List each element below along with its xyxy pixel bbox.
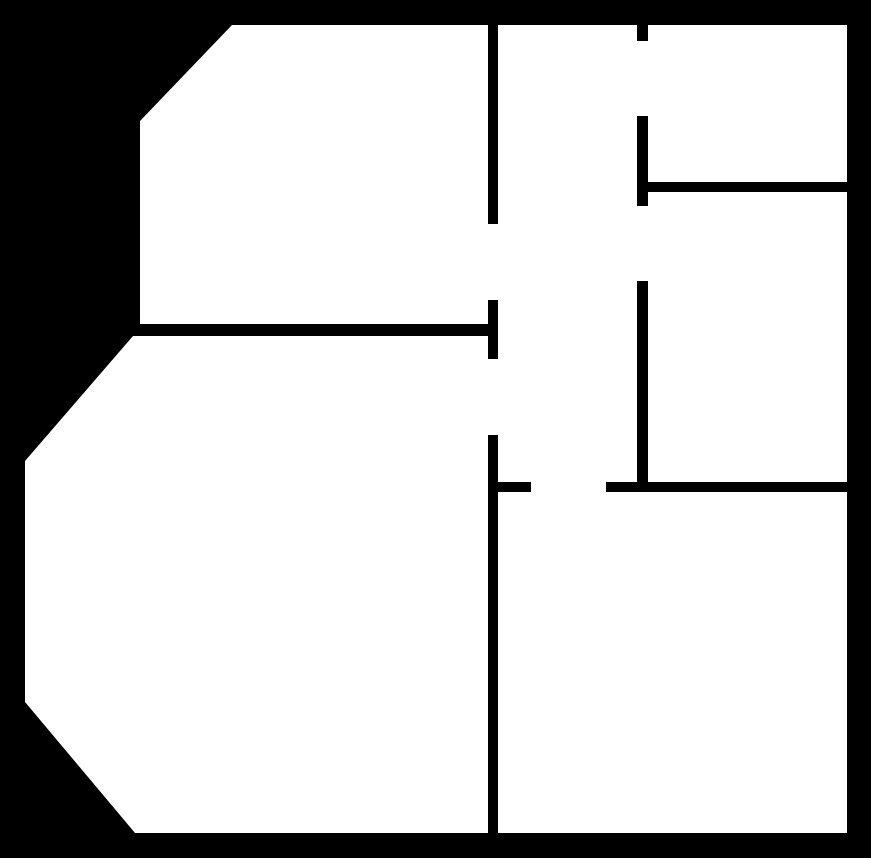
wall-right-horizontal-top <box>648 182 847 192</box>
wall-bottom-horizontal-right <box>606 482 847 492</box>
room-top-right <box>640 25 847 183</box>
room-left-large <box>25 336 488 833</box>
wall-spine-left-top <box>488 25 498 224</box>
room-middle-right <box>640 192 847 483</box>
wall-left-horizontal <box>140 324 490 334</box>
floor-areas <box>25 25 847 833</box>
wall-spine-left-mid <box>488 300 498 359</box>
walls <box>140 25 847 833</box>
wall-bottom-horizontal-left <box>498 482 531 492</box>
room-corridor-top <box>488 25 640 483</box>
wall-spine-right-upper <box>637 116 648 206</box>
wall-spine-right-lower <box>637 281 648 492</box>
wall-spine-right-top <box>637 25 648 41</box>
room-top-left <box>140 25 488 324</box>
room-bottom-right <box>488 483 847 833</box>
wall-spine-left-bottom <box>488 435 498 833</box>
